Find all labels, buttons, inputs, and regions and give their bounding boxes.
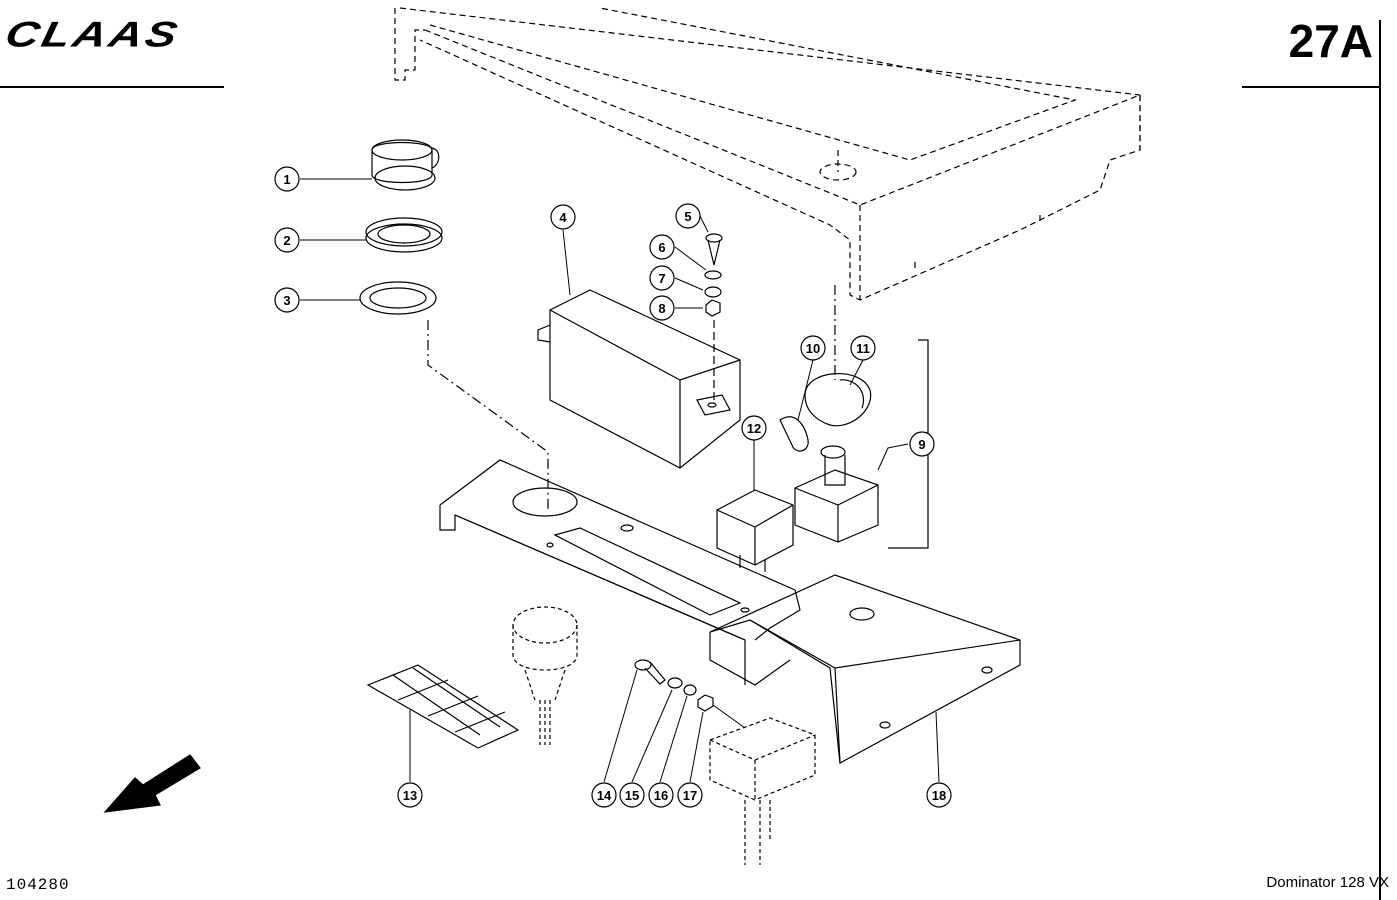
svg-text:11: 11 — [856, 341, 870, 356]
leader-lines — [300, 178, 940, 783]
part-14-bolt — [634, 659, 666, 685]
svg-text:4: 4 — [559, 210, 567, 225]
callout-10: 10 — [800, 335, 826, 361]
callout-17: 17 — [677, 782, 703, 808]
part-6-washer — [704, 270, 722, 280]
callout-7: 7 — [649, 265, 675, 291]
header-rule-left — [0, 86, 224, 88]
part-11-knob — [804, 372, 872, 459]
svg-text:5: 5 — [684, 209, 691, 224]
svg-text:7: 7 — [658, 271, 665, 286]
part-10-clip — [779, 416, 809, 452]
svg-text:12: 12 — [747, 421, 761, 436]
callout-13: 13 — [397, 782, 423, 808]
callout-4: 4 — [550, 204, 576, 230]
part-9-switch — [794, 455, 879, 543]
dashboard-panel-outline — [394, 7, 1141, 301]
callout-15: 15 — [619, 782, 645, 808]
callout-2: 2 — [274, 227, 300, 253]
svg-text:6: 6 — [658, 240, 665, 255]
part-15-washer — [667, 677, 683, 689]
callout-14: 14 — [591, 782, 617, 808]
model-label: Dominator 128 VX — [1266, 874, 1389, 891]
callout-12: 12 — [741, 415, 767, 441]
callout-6: 6 — [649, 234, 675, 260]
part-13-label-strip — [366, 664, 520, 749]
svg-text:17: 17 — [683, 788, 697, 803]
part-1-cap — [371, 139, 440, 191]
callout-11: 11 — [850, 335, 876, 361]
svg-text:8: 8 — [658, 301, 665, 316]
frame-rule-right — [1379, 20, 1381, 900]
callout-16: 16 — [648, 782, 674, 808]
svg-text:10: 10 — [806, 341, 820, 356]
svg-text:16: 16 — [654, 788, 668, 803]
part-17-nut — [697, 694, 714, 712]
mounting-plate — [439, 459, 801, 685]
part-12-relay — [716, 489, 794, 572]
callout-18: 18 — [926, 782, 952, 808]
svg-text:2: 2 — [283, 233, 290, 248]
part-3-washer — [359, 281, 437, 315]
round-connector — [512, 606, 578, 745]
part-2-nut-ring — [365, 217, 443, 253]
svg-text:15: 15 — [625, 788, 639, 803]
svg-text:18: 18 — [932, 788, 946, 803]
svg-text:13: 13 — [403, 788, 417, 803]
callout-9: 9 — [909, 431, 935, 457]
callout-5: 5 — [675, 203, 701, 229]
callout-1: 1 — [274, 166, 300, 192]
page-number: 27A — [1288, 15, 1373, 67]
part-5-screw — [705, 233, 723, 266]
part-18-bracket — [709, 574, 1021, 764]
drawing-number: 104280 — [6, 876, 70, 894]
callout-3: 3 — [274, 287, 300, 313]
rectangular-connector — [709, 717, 816, 865]
svg-text:1: 1 — [283, 172, 290, 187]
svg-text:14: 14 — [597, 788, 612, 803]
callout-8: 8 — [649, 295, 675, 321]
part-8-nut — [705, 299, 721, 317]
direction-arrow — [103, 754, 201, 813]
part-16-spring-washer — [683, 684, 697, 696]
svg-text:3: 3 — [283, 293, 290, 308]
assembly-axis-line — [427, 320, 549, 510]
part-7-spring-washer — [704, 286, 722, 298]
svg-text:9: 9 — [918, 437, 925, 452]
callout-markers: 1 2 3 4 5 6 7 8 9 10 11 12 — [274, 166, 952, 808]
part-4-control-box — [537, 289, 741, 469]
header-rule-right — [1242, 86, 1380, 88]
